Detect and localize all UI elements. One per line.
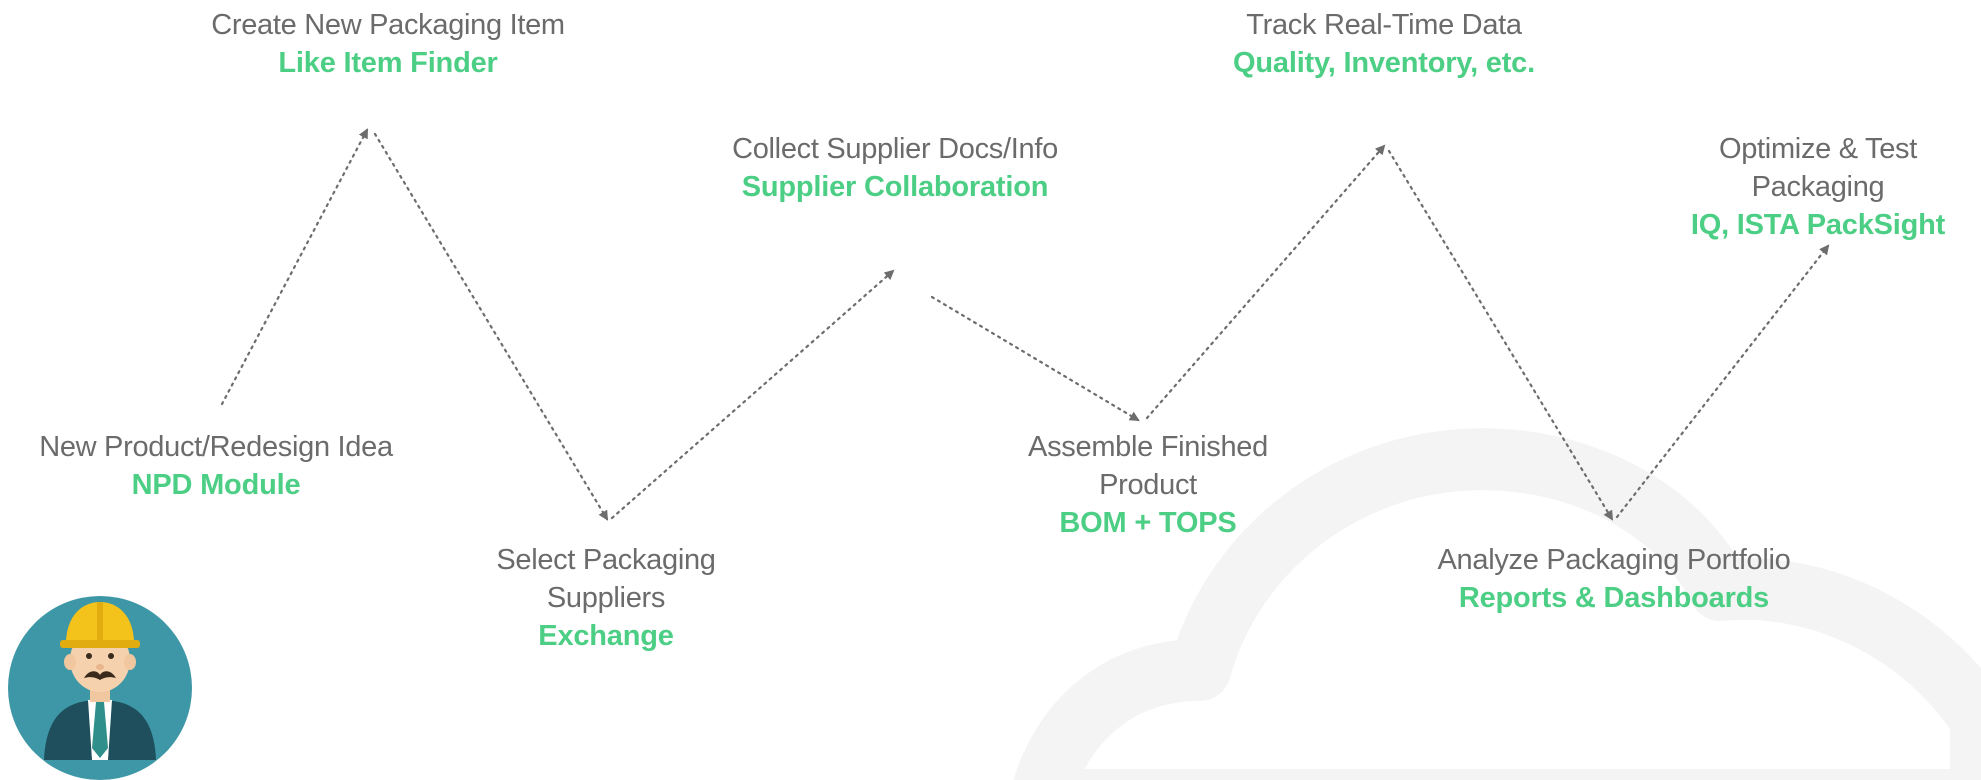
dotted-arrow-icon bbox=[1387, 149, 1614, 521]
step-track-real-time-data: Track Real-Time Data Quality, Inventory,… bbox=[1214, 6, 1554, 82]
step-product: IQ, ISTA PackSight bbox=[1690, 209, 1946, 241]
step-label: Collect Supplier Docs/Info bbox=[732, 133, 1058, 165]
step-label: Assemble Finished Product bbox=[1028, 431, 1268, 501]
step-optimize-test: Optimize & Test Packaging IQ, ISTA PackS… bbox=[1658, 130, 1978, 244]
step-create-packaging-item: Create New Packaging Item Like Item Find… bbox=[208, 6, 568, 82]
step-label: Track Real-Time Data bbox=[1246, 9, 1522, 41]
step-new-product-idea: New Product/Redesign Idea NPD Module bbox=[36, 428, 396, 504]
dotted-arrow-icon bbox=[1615, 244, 1830, 519]
dotted-arrow-icon bbox=[373, 132, 609, 521]
step-select-suppliers: Select Packaging Suppliers Exchange bbox=[456, 541, 756, 655]
dotted-arrow-icon bbox=[930, 295, 1140, 422]
step-collect-supplier-docs: Collect Supplier Docs/Info Supplier Coll… bbox=[705, 130, 1085, 206]
step-product: Supplier Collaboration bbox=[741, 171, 1049, 203]
engineer-avatar-icon bbox=[8, 596, 192, 780]
step-product: Reports & Dashboards bbox=[1458, 582, 1770, 614]
step-label: Create New Packaging Item bbox=[211, 9, 565, 41]
step-analyze-portfolio: Analyze Packaging Portfolio Reports & Da… bbox=[1414, 541, 1814, 617]
dotted-arrow-icon bbox=[610, 269, 895, 520]
step-assemble-product: Assemble Finished Product BOM + TOPS bbox=[998, 428, 1298, 542]
step-product: Like Item Finder bbox=[278, 47, 498, 79]
step-product: NPD Module bbox=[131, 469, 301, 501]
step-label: Select Packaging Suppliers bbox=[496, 544, 716, 614]
cloud-icon bbox=[1013, 428, 1981, 780]
connectors bbox=[220, 128, 1830, 521]
step-label: Analyze Packaging Portfolio bbox=[1437, 544, 1791, 576]
step-product: Quality, Inventory, etc. bbox=[1233, 47, 1535, 79]
step-label: Optimize & Test Packaging bbox=[1718, 133, 1918, 203]
step-product: BOM + TOPS bbox=[1059, 507, 1237, 539]
dotted-arrow-icon bbox=[1145, 144, 1386, 420]
step-label: New Product/Redesign Idea bbox=[39, 431, 393, 463]
step-product: Exchange bbox=[538, 620, 674, 652]
dotted-arrow-icon bbox=[220, 128, 369, 406]
